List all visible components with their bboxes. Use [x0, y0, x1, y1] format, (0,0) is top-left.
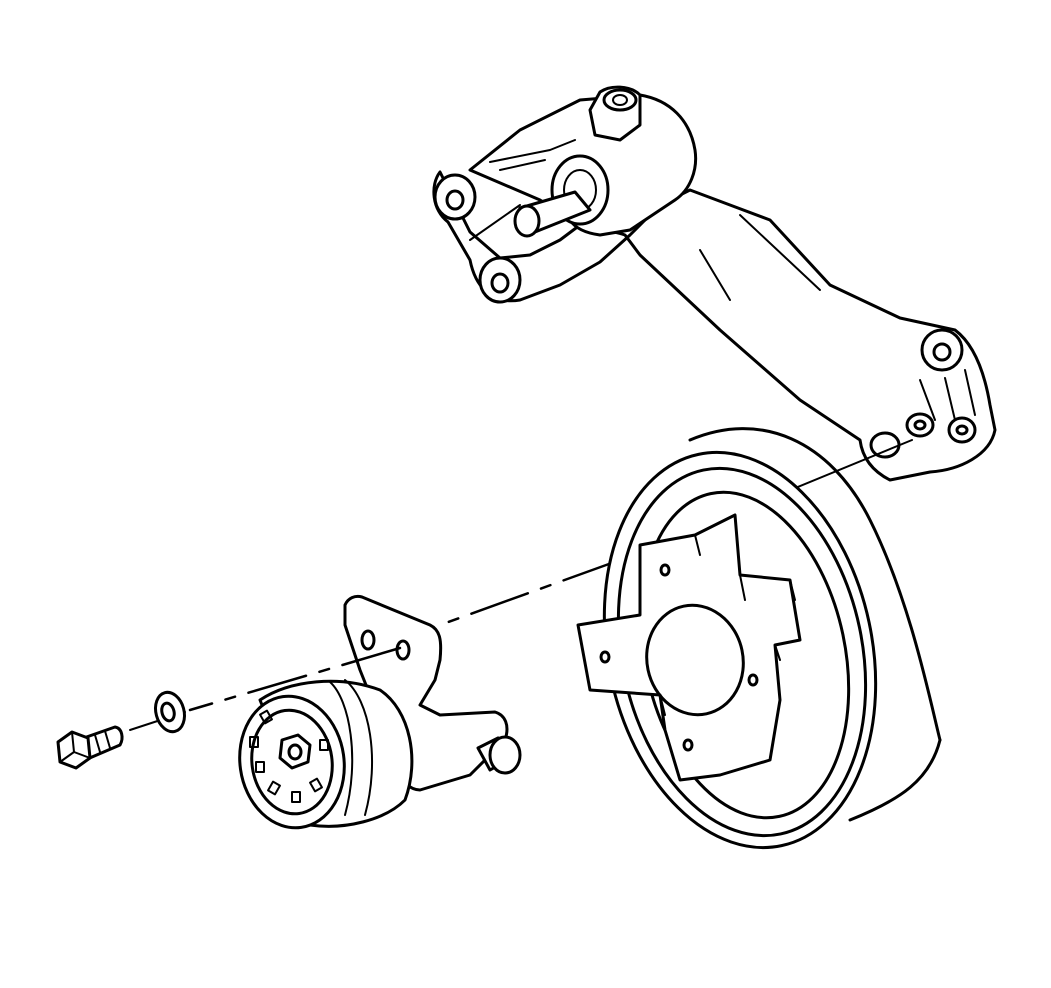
- washer: [154, 690, 186, 734]
- alignment-line-dashed: [438, 558, 622, 627]
- bolt: [56, 725, 124, 770]
- crankshaft-pulley: [576, 427, 942, 850]
- alignment-line-lower: [188, 646, 402, 712]
- tensioner-pulley: [238, 679, 414, 830]
- mounting-bracket: [432, 85, 997, 482]
